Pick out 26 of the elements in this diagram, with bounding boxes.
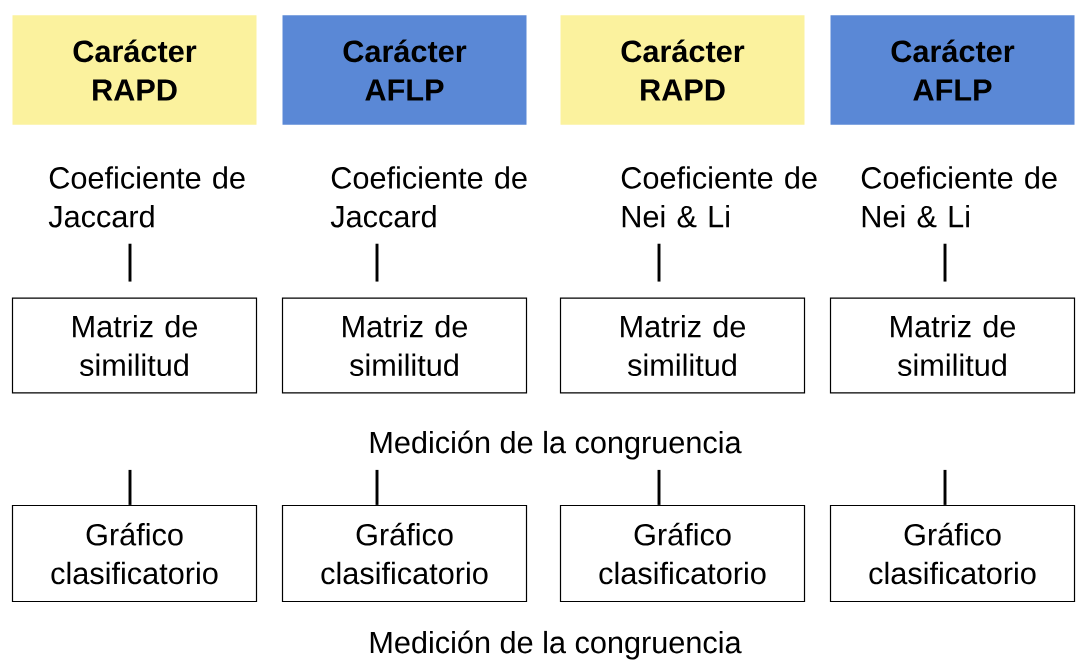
process-box: Gráfico clasificatorio xyxy=(559,504,806,603)
caption-text: Medición de la congruencia xyxy=(370,630,742,660)
process-box: Gráfico clasificatorio xyxy=(11,504,258,603)
connector-line xyxy=(943,243,947,282)
connector-line xyxy=(128,469,132,505)
header-box: Carácter AFLP xyxy=(282,15,527,125)
connector-line xyxy=(657,469,661,505)
process-box: Matriz de similitud xyxy=(11,297,258,394)
process-box: Gráfico clasificatorio xyxy=(829,504,1076,603)
connector-line xyxy=(657,243,661,282)
node-text: Coeficiente de Jaccard xyxy=(330,166,527,228)
node-text: Coeficiente de Nei & Li xyxy=(861,166,1057,228)
connector-line xyxy=(375,243,379,282)
process-box: Gráfico clasificatorio xyxy=(281,504,528,603)
node-text: Coeficiente de Nei & Li xyxy=(621,166,817,228)
caption-text: Medición de la congruencia xyxy=(370,430,742,460)
connector-line xyxy=(128,243,132,282)
header-box: Carácter RAPD xyxy=(12,15,257,125)
connector-line xyxy=(943,469,947,505)
connector-line xyxy=(375,469,379,505)
process-box: Matriz de similitud xyxy=(281,297,528,394)
header-box: Carácter AFLP xyxy=(830,15,1075,125)
header-box: Carácter RAPD xyxy=(560,15,805,125)
process-box: Matriz de similitud xyxy=(829,297,1076,394)
node-text: Coeficiente de Jaccard xyxy=(48,166,245,228)
process-box: Matriz de similitud xyxy=(559,297,806,394)
